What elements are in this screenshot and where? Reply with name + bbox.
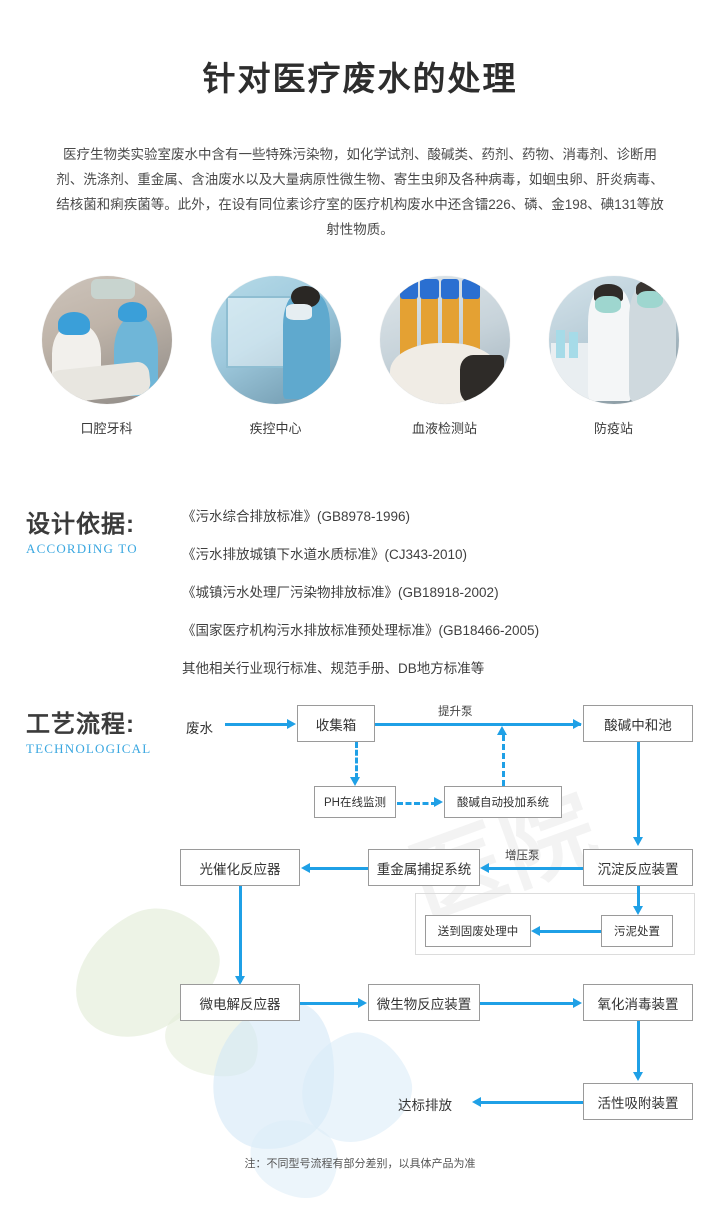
- arrow-down-icon: [632, 1072, 643, 1081]
- page-title: 针对医疗废水的处理: [202, 60, 518, 97]
- photo-cell-epidemic: 防疫站: [540, 276, 688, 437]
- flow-node-sludge-treatment: 污泥处置: [601, 915, 673, 947]
- photo-epidemic-station: [548, 276, 679, 404]
- edge-label-booster-pump: 增压泵: [505, 850, 540, 862]
- process-flow-heading-cn: 工艺流程:: [26, 711, 135, 738]
- design-basis-section: 设计依据: ACCORDING TO 《污水综合排放标准》(GB8978-199…: [0, 499, 720, 689]
- edge-oxidation-to-adsorption: [637, 1021, 640, 1077]
- flow-node-effluent: 达标排放: [398, 1098, 452, 1113]
- flow-node-metal-capture: 重金属捕捉系统: [368, 849, 480, 886]
- photo-cell-dental: 口腔牙科: [33, 276, 181, 437]
- design-basis-heading: 设计依据: ACCORDING TO: [26, 511, 138, 557]
- photo-cell-blood-test: 血液检测站: [371, 276, 519, 437]
- flow-node-influent: 废水: [186, 721, 213, 736]
- dashed-edge-ph-to-dosing: [397, 802, 437, 805]
- arrow-right-icon: [573, 718, 582, 729]
- edge-metal-capture-to-photocatalytic: [310, 867, 368, 870]
- application-photo-gallery: 口腔牙科 疾控中心 血液检测站: [0, 276, 720, 437]
- edge-photocatalytic-to-microelectrolysis: [239, 886, 242, 982]
- arrow-left-icon: [472, 1096, 481, 1107]
- edge-bio-to-oxidation: [480, 1002, 575, 1005]
- edge-microelectrolysis-to-bio: [300, 1002, 360, 1005]
- photo-dental-clinic: [41, 276, 172, 404]
- design-basis-list: 《污水综合排放标准》(GB8978-1996) 《污水排放城镇下水道水质标准》(…: [182, 507, 539, 697]
- design-basis-heading-en: ACCORDING TO: [26, 541, 138, 556]
- arrow-left-icon: [301, 862, 310, 873]
- photo-blood-test-station: [379, 276, 510, 404]
- basis-item: 《污水综合排放标准》(GB8978-1996): [182, 509, 411, 524]
- arrow-down-icon: [234, 976, 245, 985]
- edge-influent-to-collection: [225, 723, 289, 726]
- flow-node-bio-reactor: 微生物反应装置: [368, 984, 480, 1021]
- arrow-left-icon: [480, 862, 489, 873]
- arrow-down-icon: [632, 837, 643, 846]
- edge-collection-to-neutralization: [375, 723, 581, 726]
- edge-sludge-to-solid-waste: [540, 930, 601, 933]
- process-flow-heading: 工艺流程: TECHNOLOGICAL: [26, 711, 151, 757]
- arrow-left-icon: [531, 925, 540, 936]
- photo-cell-cdc: 疾控中心: [202, 276, 350, 437]
- flow-node-photocatalytic: 光催化反应器: [180, 849, 300, 886]
- flow-node-oxidation-disinfection: 氧化消毒装置: [583, 984, 693, 1021]
- flow-node-collection-tank: 收集箱: [297, 705, 375, 742]
- arrow-right-icon: [358, 997, 367, 1008]
- process-flow-heading-en: TECHNOLOGICAL: [26, 741, 152, 756]
- basis-item: 《城镇污水处理厂污染物排放标准》(GB18918-2002): [182, 585, 499, 600]
- photo-cdc-lab: [210, 276, 341, 404]
- photo-label-cdc: 疾控中心: [249, 421, 302, 436]
- edge-label-lift-pump: 提升泵: [438, 706, 473, 718]
- arrow-right-icon: [287, 718, 296, 729]
- design-basis-heading-cn: 设计依据:: [26, 511, 135, 538]
- sludge-subprocess-group: [415, 893, 695, 955]
- basis-item: 《污水排放城镇下水道水质标准》(CJ343-2010): [182, 547, 468, 562]
- flow-node-ph-monitor: PH在线监测: [314, 786, 396, 818]
- flow-node-adsorption: 活性吸附装置: [583, 1083, 693, 1120]
- flow-node-microelectrolysis: 微电解反应器: [180, 984, 300, 1021]
- arrow-right-icon: [434, 797, 443, 807]
- arrow-down-icon: [350, 777, 360, 786]
- flow-node-dosing-system: 酸碱自动投加系统: [444, 786, 562, 818]
- edge-neutralization-to-sedimentation: [637, 742, 640, 842]
- photo-label-blood-test: 血液检测站: [411, 421, 477, 436]
- basis-item: 其他相关行业现行标准、规范手册、DB地方标准等: [182, 661, 485, 676]
- edge-sedimentation-to-metal-capture: [489, 867, 583, 870]
- dashed-edge-dosing-to-mainline: [502, 735, 505, 786]
- flow-node-sedimentation: 沉淀反应装置: [583, 849, 693, 886]
- process-flow-section: 工艺流程: TECHNOLOGICAL 废水 收集箱 提升泵 酸碱中和池 PH在…: [0, 701, 720, 1141]
- dashed-edge-collection-to-ph: [355, 742, 358, 779]
- flow-node-solid-waste: 送到固废处理中: [425, 915, 531, 947]
- flow-node-neutralization-tank: 酸碱中和池: [583, 705, 693, 742]
- flow-footnote: 注：不同型号流程有部分差别，以具体产品为准: [244, 1158, 476, 1170]
- arrow-up-icon: [497, 726, 507, 735]
- edge-adsorption-to-effluent: [481, 1101, 583, 1104]
- basis-item: 《国家医疗机构污水排放标准预处理标准》(GB18466-2005): [182, 623, 540, 638]
- intro-paragraph: 医疗生物类实验室废水中含有一些特殊污染物，如化学试剂、酸碱类、药剂、药物、消毒剂…: [56, 147, 664, 237]
- arrow-down-icon: [632, 906, 643, 915]
- photo-label-epidemic: 防疫站: [593, 421, 633, 436]
- edge-sedimentation-to-sludge: [637, 886, 640, 911]
- photo-label-dental: 口腔牙科: [80, 421, 133, 436]
- arrow-right-icon: [573, 997, 582, 1008]
